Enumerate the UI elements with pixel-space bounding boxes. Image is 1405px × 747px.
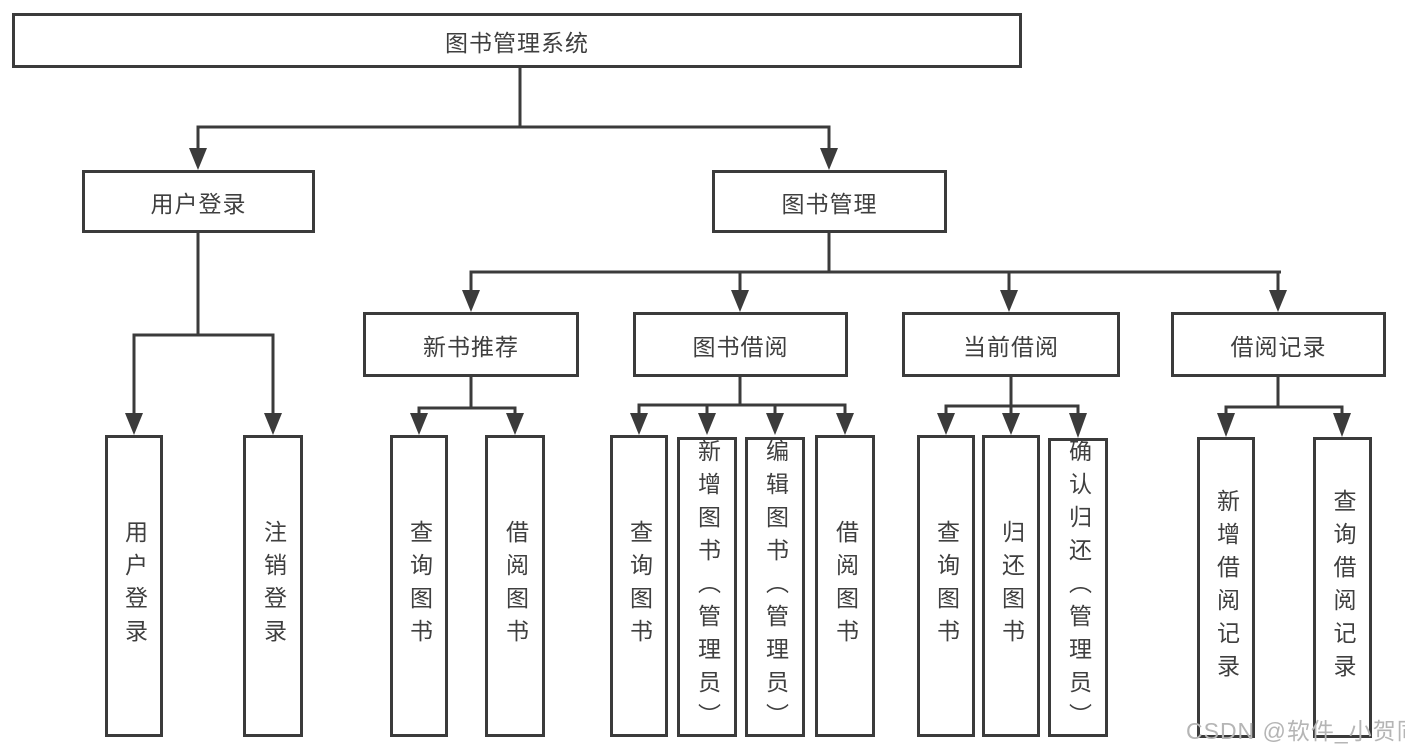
arrowhead	[766, 413, 784, 435]
arrowhead	[698, 413, 716, 435]
leaf-query-books-current: 查询图书	[917, 435, 975, 737]
leaf-label: 新增图书（管理员）	[694, 438, 721, 736]
leaf-query-books-recommend: 查询图书	[390, 435, 448, 737]
node-borrow-records-label: 借阅记录	[1230, 333, 1327, 360]
arrowhead	[506, 413, 524, 435]
leaf-label: 新增借阅记录	[1213, 488, 1240, 687]
arrowhead	[1000, 290, 1018, 312]
leaf-confirm-return-admin: 确认归还（管理员）	[1048, 438, 1108, 737]
arrowhead	[189, 148, 207, 170]
arrowhead	[820, 148, 838, 170]
leaf-user-login-label: 用户登录	[121, 520, 148, 652]
node-root: 图书管理系统	[12, 13, 1022, 68]
arrowhead	[1002, 413, 1020, 435]
watermark: CSDN @软件_小贺同学	[1186, 718, 1405, 744]
arrowhead	[1269, 290, 1287, 312]
arrowhead	[1217, 413, 1235, 437]
arrowhead	[264, 413, 282, 435]
node-borrow-records: 借阅记录	[1171, 312, 1386, 377]
arrowhead	[410, 413, 428, 435]
leaf-add-books-admin: 新增图书（管理员）	[677, 437, 737, 737]
node-current-borrow-label: 当前借阅	[963, 333, 1059, 360]
node-new-book-recommend: 新书推荐	[363, 312, 579, 377]
arrowhead	[125, 413, 143, 435]
leaf-logout: 注销登录	[243, 435, 303, 737]
node-user-login-label: 用户登录	[150, 190, 247, 217]
leaf-label: 编辑图书（管理员）	[762, 438, 789, 736]
node-current-borrow: 当前借阅	[902, 312, 1120, 377]
leaf-label: 归还图书	[998, 520, 1025, 652]
connector-borrow-records	[1217, 377, 1351, 437]
node-root-label: 图书管理系统	[445, 29, 589, 56]
leaf-query-borrow-record: 查询借阅记录	[1313, 437, 1372, 738]
leaf-label: 查询图书	[406, 520, 433, 652]
leaf-borrow-books-recommend: 借阅图书	[485, 435, 545, 737]
leaf-label: 确认归还（管理员）	[1065, 439, 1092, 736]
leaf-label: 查询图书	[626, 520, 653, 652]
leaf-return-books: 归还图书	[982, 435, 1040, 737]
connector-book-mgmt	[462, 233, 1287, 312]
connector-root	[189, 68, 838, 170]
node-book-borrow-label: 图书借阅	[692, 333, 789, 360]
arrowhead	[462, 290, 480, 312]
connector-book-borrow	[630, 377, 854, 435]
leaf-label: 借阅图书	[502, 520, 529, 652]
leaf-logout-label: 注销登录	[260, 520, 287, 652]
leaf-add-borrow-record: 新增借阅记录	[1197, 437, 1255, 738]
leaf-query-books-borrow: 查询图书	[610, 435, 668, 737]
node-book-mgmt: 图书管理	[712, 170, 947, 233]
leaf-edit-books-admin: 编辑图书（管理员）	[745, 437, 805, 737]
connector-new-book	[410, 377, 524, 435]
connector-user-login	[125, 233, 282, 435]
leaf-borrow-books: 借阅图书	[815, 435, 875, 737]
leaf-user-login: 用户登录	[105, 435, 163, 737]
node-new-book-recommend-label: 新书推荐	[423, 333, 519, 360]
connector-current-borrow	[937, 377, 1087, 438]
leaf-label: 查询图书	[933, 520, 960, 652]
arrowhead	[1069, 413, 1087, 438]
arrowhead	[836, 413, 854, 435]
node-book-mgmt-label: 图书管理	[781, 190, 878, 217]
node-user-login: 用户登录	[82, 170, 315, 233]
arrowhead	[630, 413, 648, 435]
arrowhead	[937, 413, 955, 435]
leaf-label: 借阅图书	[832, 520, 859, 652]
arrowhead	[1333, 413, 1351, 437]
arrowhead	[731, 290, 749, 312]
node-book-borrow: 图书借阅	[633, 312, 848, 377]
leaf-label: 查询借阅记录	[1330, 488, 1356, 687]
